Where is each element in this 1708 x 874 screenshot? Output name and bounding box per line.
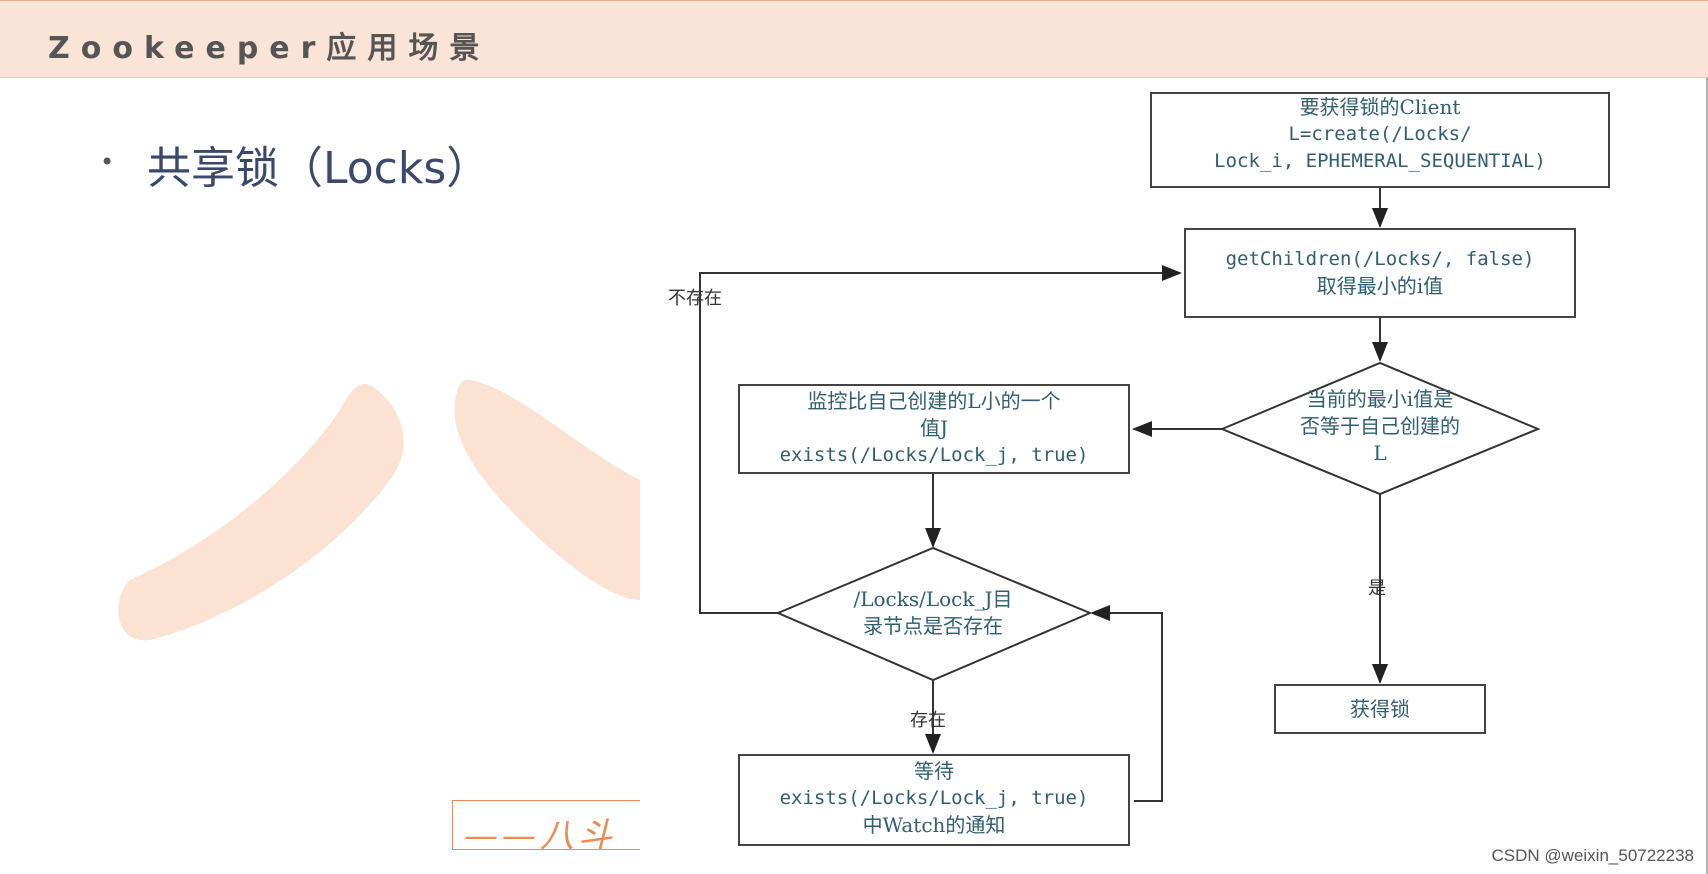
get-children-box: getChildren(/Locks/, false) 取得最小的i值 bbox=[1184, 228, 1576, 318]
label-exists: 存在 bbox=[910, 710, 946, 731]
wait-line2: exists(/Locks/Lock_j, true) bbox=[779, 787, 1089, 809]
start-client-box: 要获得锁的Client L=create(/Locks/ Lock_i, EPH… bbox=[1150, 92, 1610, 188]
wait-line3: 中Watch的通知 bbox=[862, 813, 1006, 837]
decision-min-line1: 当前的最小i值是 bbox=[1306, 387, 1454, 411]
decision-min-line3: L bbox=[1373, 441, 1387, 465]
decision-exists-line2: 录节点是否存在 bbox=[863, 614, 1003, 638]
get-children-line2: 取得最小的i值 bbox=[1316, 274, 1444, 298]
start-line2: L=create(/Locks/ bbox=[1288, 123, 1472, 145]
wait-line1: 等待 bbox=[914, 759, 954, 783]
flowchart: 要获得锁的Client L=create(/Locks/ Lock_i, EPH… bbox=[640, 84, 1640, 854]
decision-min-text: 当前的最小i值是 否等于自己创建的 L bbox=[1252, 386, 1508, 467]
flowchart-connectors bbox=[699, 188, 1541, 802]
lock-acquired-label: 获得锁 bbox=[1350, 697, 1410, 721]
watch-line1: 监控比自己创建的L小的一个 bbox=[807, 389, 1061, 413]
start-line3: Lock_i, EPHEMERAL_SEQUENTIAL) bbox=[1214, 150, 1546, 172]
arrow-wait-loop bbox=[1090, 605, 1163, 802]
credit-watermark: CSDN @weixin_50722238 bbox=[1491, 846, 1694, 865]
decision-exists-text: /Locks/Lock_J目 录节点是否存在 bbox=[813, 586, 1053, 640]
slide-right-border bbox=[1706, 78, 1708, 874]
slide-title: Zookeeper应用场景 bbox=[48, 31, 491, 66]
wait-box: 等待 exists(/Locks/Lock_j, true) 中Watch的通知 bbox=[738, 754, 1130, 846]
watch-line3: exists(/Locks/Lock_j, true) bbox=[779, 444, 1089, 466]
label-not-exist: 不存在 bbox=[668, 288, 722, 309]
lock-acquired-box: 获得锁 bbox=[1274, 684, 1486, 734]
decision-exists-diamond bbox=[775, 546, 1093, 682]
watermark-logo bbox=[118, 379, 640, 641]
slide-header: Zookeeper应用场景 bbox=[0, 0, 1708, 78]
bullet-text: 共享锁（Locks） bbox=[147, 143, 491, 194]
bullet-dot: • bbox=[100, 148, 115, 176]
decision-exists-line1: /Locks/Lock_J目 bbox=[853, 587, 1013, 611]
watch-box: 监控比自己创建的L小的一个 值J exists(/Locks/Lock_j, t… bbox=[738, 384, 1130, 474]
decision-min-line2: 否等于自己创建的 bbox=[1300, 414, 1460, 438]
watch-line2: 值J bbox=[919, 416, 949, 440]
decision-min-diamond bbox=[1219, 361, 1541, 496]
arrow-not-exist-loop bbox=[699, 265, 1182, 614]
get-children-line1: getChildren(/Locks/, false) bbox=[1225, 248, 1535, 270]
label-yes: 是 bbox=[1368, 578, 1386, 599]
start-line1: 要获得锁的Client bbox=[1299, 95, 1461, 119]
footer-text: ——八斗 bbox=[464, 816, 616, 856]
